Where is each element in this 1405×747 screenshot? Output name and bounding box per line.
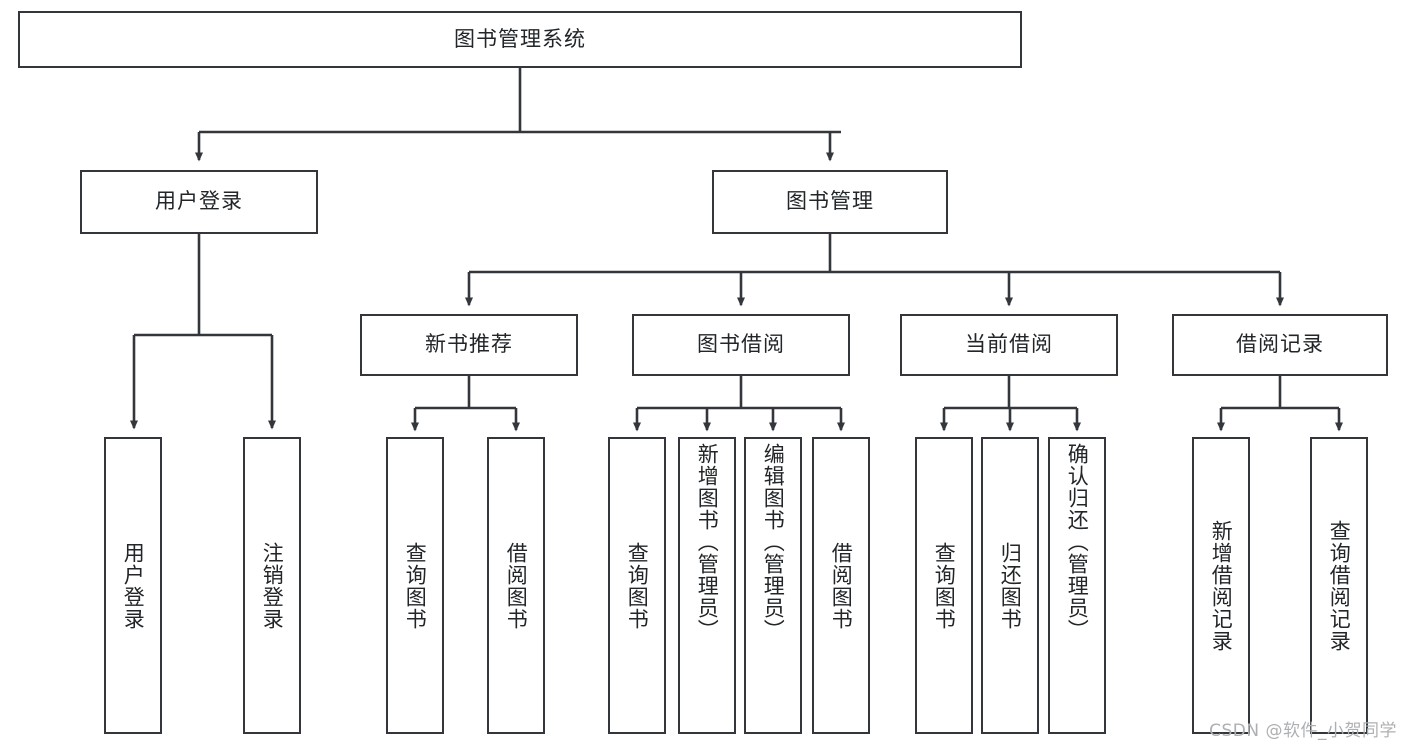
leaf-borrow-book-recommend[interactable]: 借阅图书 bbox=[487, 437, 545, 734]
leaf-confirm-return-admin[interactable]: 确认归还（管理员） bbox=[1048, 437, 1106, 734]
node-book-manage[interactable]: 图书管理 bbox=[712, 170, 948, 234]
node-book-borrow[interactable]: 图书借阅 bbox=[632, 314, 850, 376]
node-current-borrow[interactable]: 当前借阅 bbox=[900, 314, 1118, 376]
node-root[interactable]: 图书管理系统 bbox=[18, 11, 1022, 68]
leaf-add-book-admin[interactable]: 新增图书（管理员） bbox=[678, 437, 736, 734]
leaf-query-book-recommend[interactable]: 查询图书 bbox=[386, 437, 444, 734]
leaf-add-borrow-record[interactable]: 新增借阅记录 bbox=[1192, 437, 1250, 734]
node-borrow-record[interactable]: 借阅记录 bbox=[1172, 314, 1388, 376]
leaf-borrow-book[interactable]: 借阅图书 bbox=[812, 437, 870, 734]
leaf-query-borrow-record[interactable]: 查询借阅记录 bbox=[1310, 437, 1368, 734]
leaf-user-logout[interactable]: 注销登录 bbox=[243, 437, 301, 734]
watermark: CSDN @软件_小贺同学 bbox=[1209, 721, 1397, 741]
leaf-query-book-borrow[interactable]: 查询图书 bbox=[608, 437, 666, 734]
leaf-return-book[interactable]: 归还图书 bbox=[981, 437, 1039, 734]
leaf-edit-book-admin[interactable]: 编辑图书（管理员） bbox=[744, 437, 802, 734]
node-user-login[interactable]: 用户登录 bbox=[80, 170, 318, 234]
leaf-user-login[interactable]: 用户登录 bbox=[104, 437, 162, 734]
leaf-query-book-current[interactable]: 查询图书 bbox=[915, 437, 973, 734]
node-new-book-recommend[interactable]: 新书推荐 bbox=[360, 314, 578, 376]
